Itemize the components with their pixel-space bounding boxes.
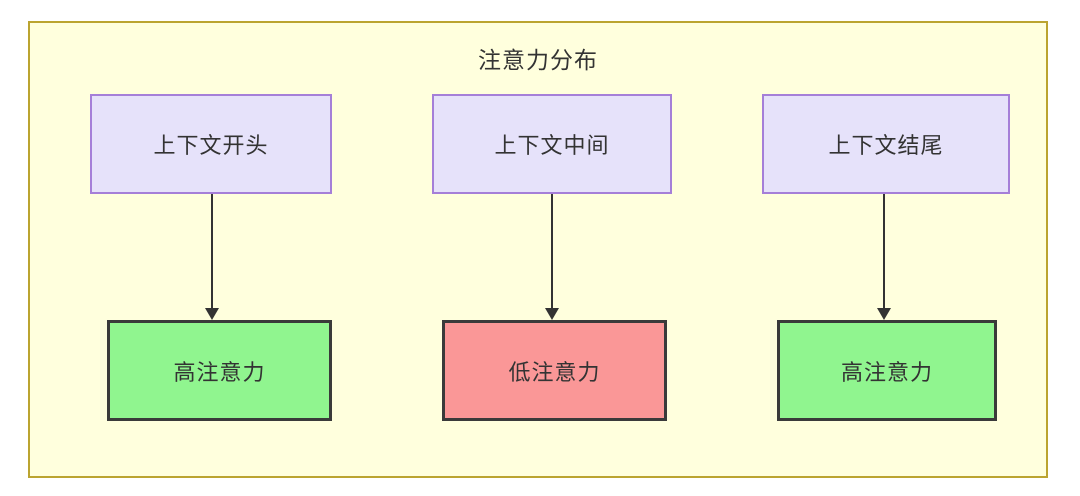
edge-line [883,194,885,310]
node-low-attention-middle[interactable]: 低注意力 [442,320,667,421]
node-label: 上下文开头 [153,133,269,158]
node-context-end[interactable]: 上下文结尾 [762,94,1010,194]
arrowhead-down-icon [877,308,891,320]
node-high-attention-end[interactable]: 高注意力 [777,320,997,421]
node-label: 高注意力 [173,359,266,385]
edge-line [211,194,213,310]
node-label: 上下文中间 [494,133,610,158]
arrowhead-down-icon [545,308,559,320]
diagram-container: 注意力分布 上下文开头 上下文中间 上下文结尾 高注意力 低 [28,21,1048,478]
arrowhead-down-icon [205,308,219,320]
node-label: 低注意力 [508,359,601,385]
node-label: 上下文结尾 [828,133,944,158]
edge-line [551,194,553,310]
node-high-attention-start[interactable]: 高注意力 [107,320,332,421]
diagram-title: 注意力分布 [478,47,598,73]
node-context-middle[interactable]: 上下文中间 [432,94,672,194]
node-label: 高注意力 [840,359,933,385]
node-context-start[interactable]: 上下文开头 [90,94,332,194]
